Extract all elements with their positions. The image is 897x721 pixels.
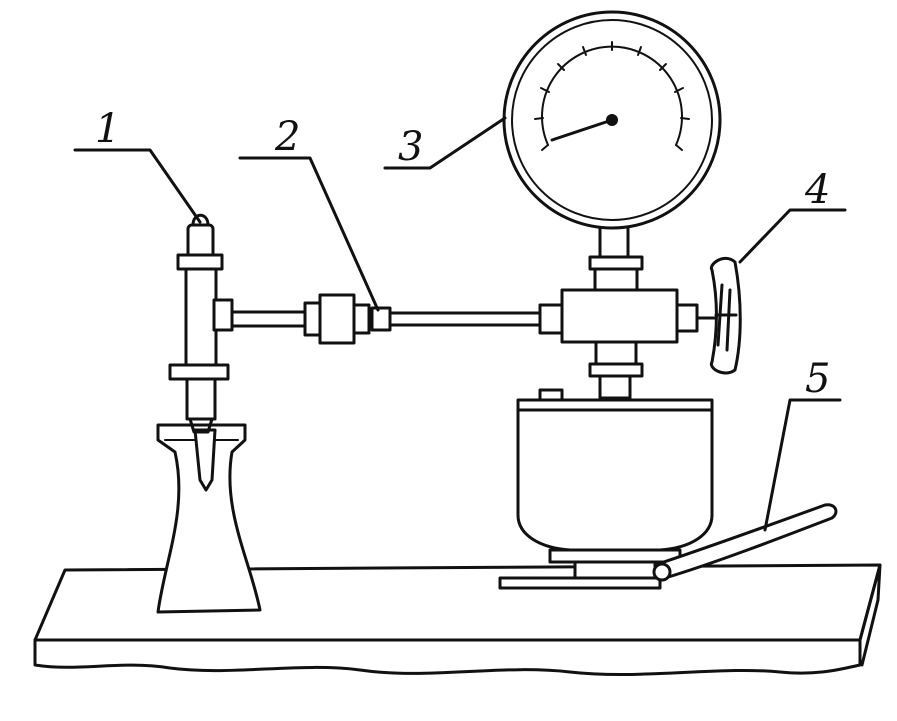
label-4: 4 <box>804 167 830 213</box>
leader-lines <box>73 116 847 532</box>
flask <box>156 423 262 614</box>
label-5: 5 <box>805 356 830 402</box>
high-pressure-pipe <box>230 293 542 345</box>
label-1: 1 <box>95 106 120 152</box>
gauge-needle <box>550 118 614 142</box>
label-3: 3 <box>398 124 423 170</box>
pressure-gauge <box>502 10 722 230</box>
handwheel <box>709 256 742 375</box>
label-2: 2 <box>274 114 300 160</box>
pump-lever <box>652 503 838 582</box>
injector-nozzle <box>168 213 234 434</box>
reservoir <box>498 388 714 590</box>
valve-block <box>538 223 717 400</box>
base-board <box>33 563 882 677</box>
